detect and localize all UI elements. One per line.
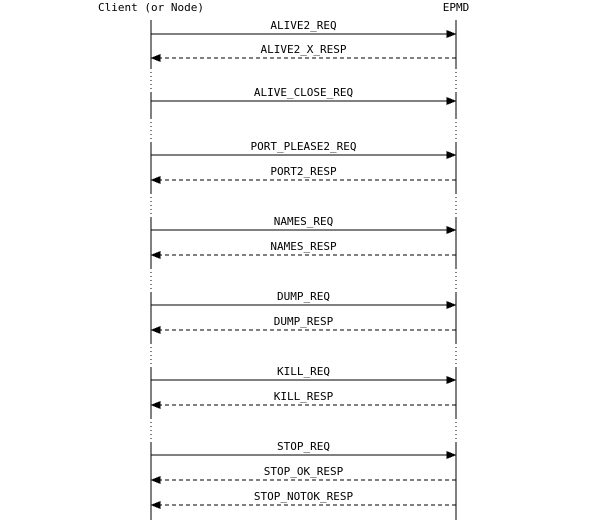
message-label-alive2-x-resp: ALIVE2_X_RESP	[260, 43, 347, 56]
message-label-kill-resp: KILL_RESP	[273, 390, 334, 403]
message-label-names-req: NAMES_REQ	[273, 215, 334, 228]
message-label-stop-ok-resp: STOP_OK_RESP	[263, 465, 344, 478]
message-label-names-resp: NAMES_RESP	[270, 240, 337, 253]
message-label-stop-notok-resp: STOP_NOTOK_RESP	[253, 490, 354, 503]
message-label-alive-close-req: ALIVE_CLOSE_REQ	[253, 86, 354, 99]
message-label-dump-resp: DUMP_RESP	[273, 315, 334, 328]
message-label-alive2-req: ALIVE2_REQ	[270, 19, 337, 32]
message-label-kill-req: KILL_REQ	[277, 365, 330, 378]
message-label-port2-resp: PORT2_RESP	[270, 165, 337, 178]
message-label-port-please2-req: PORT_PLEASE2_REQ	[250, 140, 357, 153]
participant-label-epmd: EPMD	[442, 1, 470, 14]
messages-group	[150, 30, 457, 509]
participant-label-client: Client (or Node)	[98, 1, 204, 14]
message-label-stop-req: STOP_REQ	[277, 440, 330, 453]
message-label-dump-req: DUMP_REQ	[277, 290, 330, 303]
